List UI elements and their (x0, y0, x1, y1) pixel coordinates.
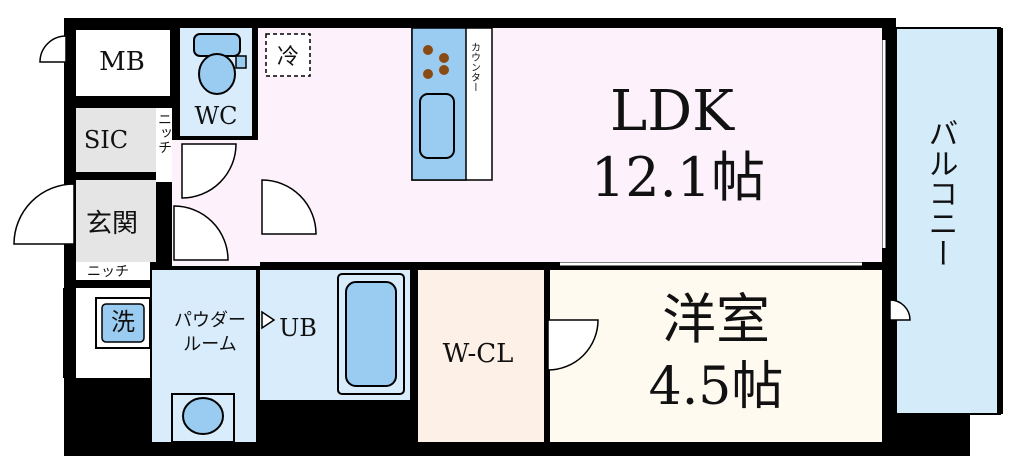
toilet-icon (193, 33, 247, 95)
niche-top-label: ニッチ (156, 112, 172, 154)
sentaku-label: 洗 (111, 308, 135, 336)
ub-label: UB (279, 314, 317, 342)
niche-bottom (76, 262, 150, 280)
fridge-space (265, 33, 311, 77)
genkan-floor (76, 180, 156, 262)
niche-bottom-label: ニッチ (87, 264, 129, 280)
counter-label: カウンター (469, 42, 481, 92)
stove-burner-icon (439, 65, 449, 75)
fridge-label: 冷 (277, 45, 299, 70)
sic-closet (76, 108, 156, 172)
sink-icon (419, 93, 455, 159)
balcony-door-icon (889, 299, 911, 321)
washbasin-icon (171, 393, 235, 443)
mb-label: MB (99, 47, 145, 77)
powder-room-label-2: ルーム (183, 334, 236, 355)
youshitsu-label: 洋室 (662, 288, 770, 351)
stove-burner-icon (423, 69, 433, 79)
western-room (550, 270, 882, 442)
ldk-label: LDK (610, 79, 735, 144)
sic-label: SIC (84, 126, 128, 154)
balcony-label: バルコニー (923, 118, 958, 268)
hall-door-icon (181, 143, 237, 199)
stove-burner-icon (439, 53, 449, 63)
wcl-label: W-CL (443, 339, 514, 369)
powder-room-label-1: パウダー (174, 310, 246, 331)
ldk-area-label: 12.1帖 (591, 146, 765, 209)
walk-in-closet (418, 270, 544, 442)
niche-top (156, 108, 172, 182)
ub-door-icon (261, 310, 276, 330)
ldk-door-icon (261, 179, 317, 235)
wc-label: WC (194, 102, 237, 130)
wcl-door-icon (547, 319, 599, 371)
entrance-door-icon (13, 183, 75, 245)
powder-door-icon (173, 205, 229, 261)
mb-closet (76, 30, 170, 96)
balcony-area (895, 27, 1001, 415)
youshitsu-area-label: 4.5帖 (649, 357, 784, 417)
mb-door-icon (39, 35, 67, 63)
stove-burner-icon (423, 45, 433, 55)
ldk-room (258, 28, 882, 262)
genkan-label: 玄関 (86, 209, 138, 239)
